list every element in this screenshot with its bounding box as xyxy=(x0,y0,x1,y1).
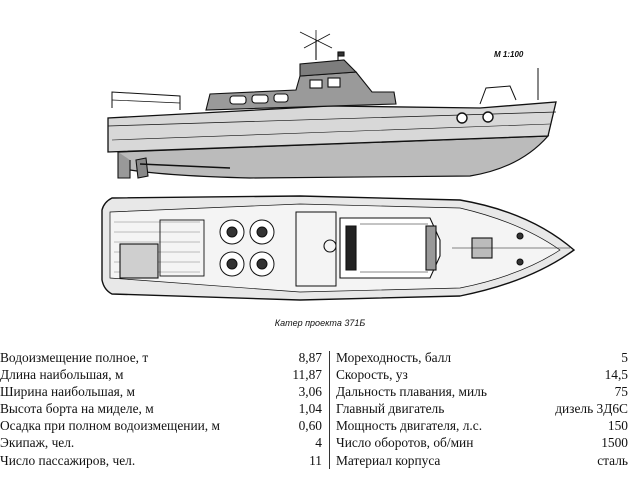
spec-value: 150 xyxy=(607,418,628,434)
spec-label: Длина наибольшая, м xyxy=(0,367,124,383)
spec-row: Главный двигатель дизель 3Д6С xyxy=(336,400,628,417)
spec-value: 1,04 xyxy=(298,401,322,417)
specs-left-table: Водоизмещение полное, т 8,87 Длина наибол… xyxy=(0,349,322,469)
spec-value: 3,06 xyxy=(298,384,322,400)
spec-row: Ширина наибольшая, м 3,06 xyxy=(0,383,322,400)
spec-row: Мореходность, балл 5 xyxy=(336,349,628,366)
spec-row: Число пассажиров, чел. 11 xyxy=(0,452,322,469)
column-divider xyxy=(329,351,330,469)
spec-value: 5 xyxy=(621,350,628,365)
spec-row: Экипаж, чел. 4 xyxy=(0,434,322,451)
spec-label: Главный двигатель xyxy=(336,401,445,417)
spec-label: Скорость, уз xyxy=(336,367,408,383)
spec-label: Ширина наибольшая, м xyxy=(0,384,135,400)
spec-label: Высота борта на миделе, м xyxy=(0,401,154,417)
spec-row: Водоизмещение полное, т 8,87 xyxy=(0,349,322,366)
scale-label: М 1:100 xyxy=(494,50,524,59)
spec-label: Число оборотов, об/мин xyxy=(336,435,474,451)
spec-label: Число пассажиров, чел. xyxy=(0,452,136,468)
side-view xyxy=(107,30,557,179)
spec-row: Осадка при полном водоизмещении, м 0,60 xyxy=(0,417,322,434)
spec-label: Осадка при полном водоизмещении, м xyxy=(0,418,220,434)
spec-label: Материал корпуса xyxy=(336,452,441,468)
spec-row: Мощность двигателя, л.с. 150 xyxy=(336,417,628,434)
spec-row: Материал корпуса сталь xyxy=(336,452,628,469)
spec-label: Экипаж, чел. xyxy=(0,435,75,451)
spec-label: Дальность плавания, миль xyxy=(336,384,487,400)
spec-value: 1500 xyxy=(601,435,628,451)
spec-label: Мореходность, балл xyxy=(336,350,452,365)
boat-drawing xyxy=(101,30,576,301)
spec-row: Дальность плавания, миль 75 xyxy=(336,383,628,400)
spec-value: 8,87 xyxy=(298,350,322,365)
spec-value: 4 xyxy=(315,435,322,451)
spec-value: 75 xyxy=(614,384,628,400)
spec-value: 14,5 xyxy=(604,367,628,383)
spec-label: Мощность двигателя, л.с. xyxy=(336,418,483,434)
spec-row: Число оборотов, об/мин 1500 xyxy=(336,434,628,451)
spec-value: 11 xyxy=(309,452,322,468)
spec-value: 0,60 xyxy=(298,418,322,434)
drawing-caption: Катер проекта 371Б xyxy=(274,318,366,328)
top-view xyxy=(101,195,576,301)
spec-row: Скорость, уз 14,5 xyxy=(336,366,628,383)
spec-row: Длина наибольшая, м 11,87 xyxy=(0,366,322,383)
spec-row: Высота борта на миделе, м 1,04 xyxy=(0,400,322,417)
spec-label: Водоизмещение полное, т xyxy=(0,350,149,365)
spec-value: дизель 3Д6С xyxy=(555,401,628,417)
spec-value: 11,87 xyxy=(292,367,322,383)
spec-value: сталь xyxy=(597,452,628,468)
specs-right-table: Мореходность, балл 5 Скорость, уз 14,5 Дал… xyxy=(336,349,628,469)
